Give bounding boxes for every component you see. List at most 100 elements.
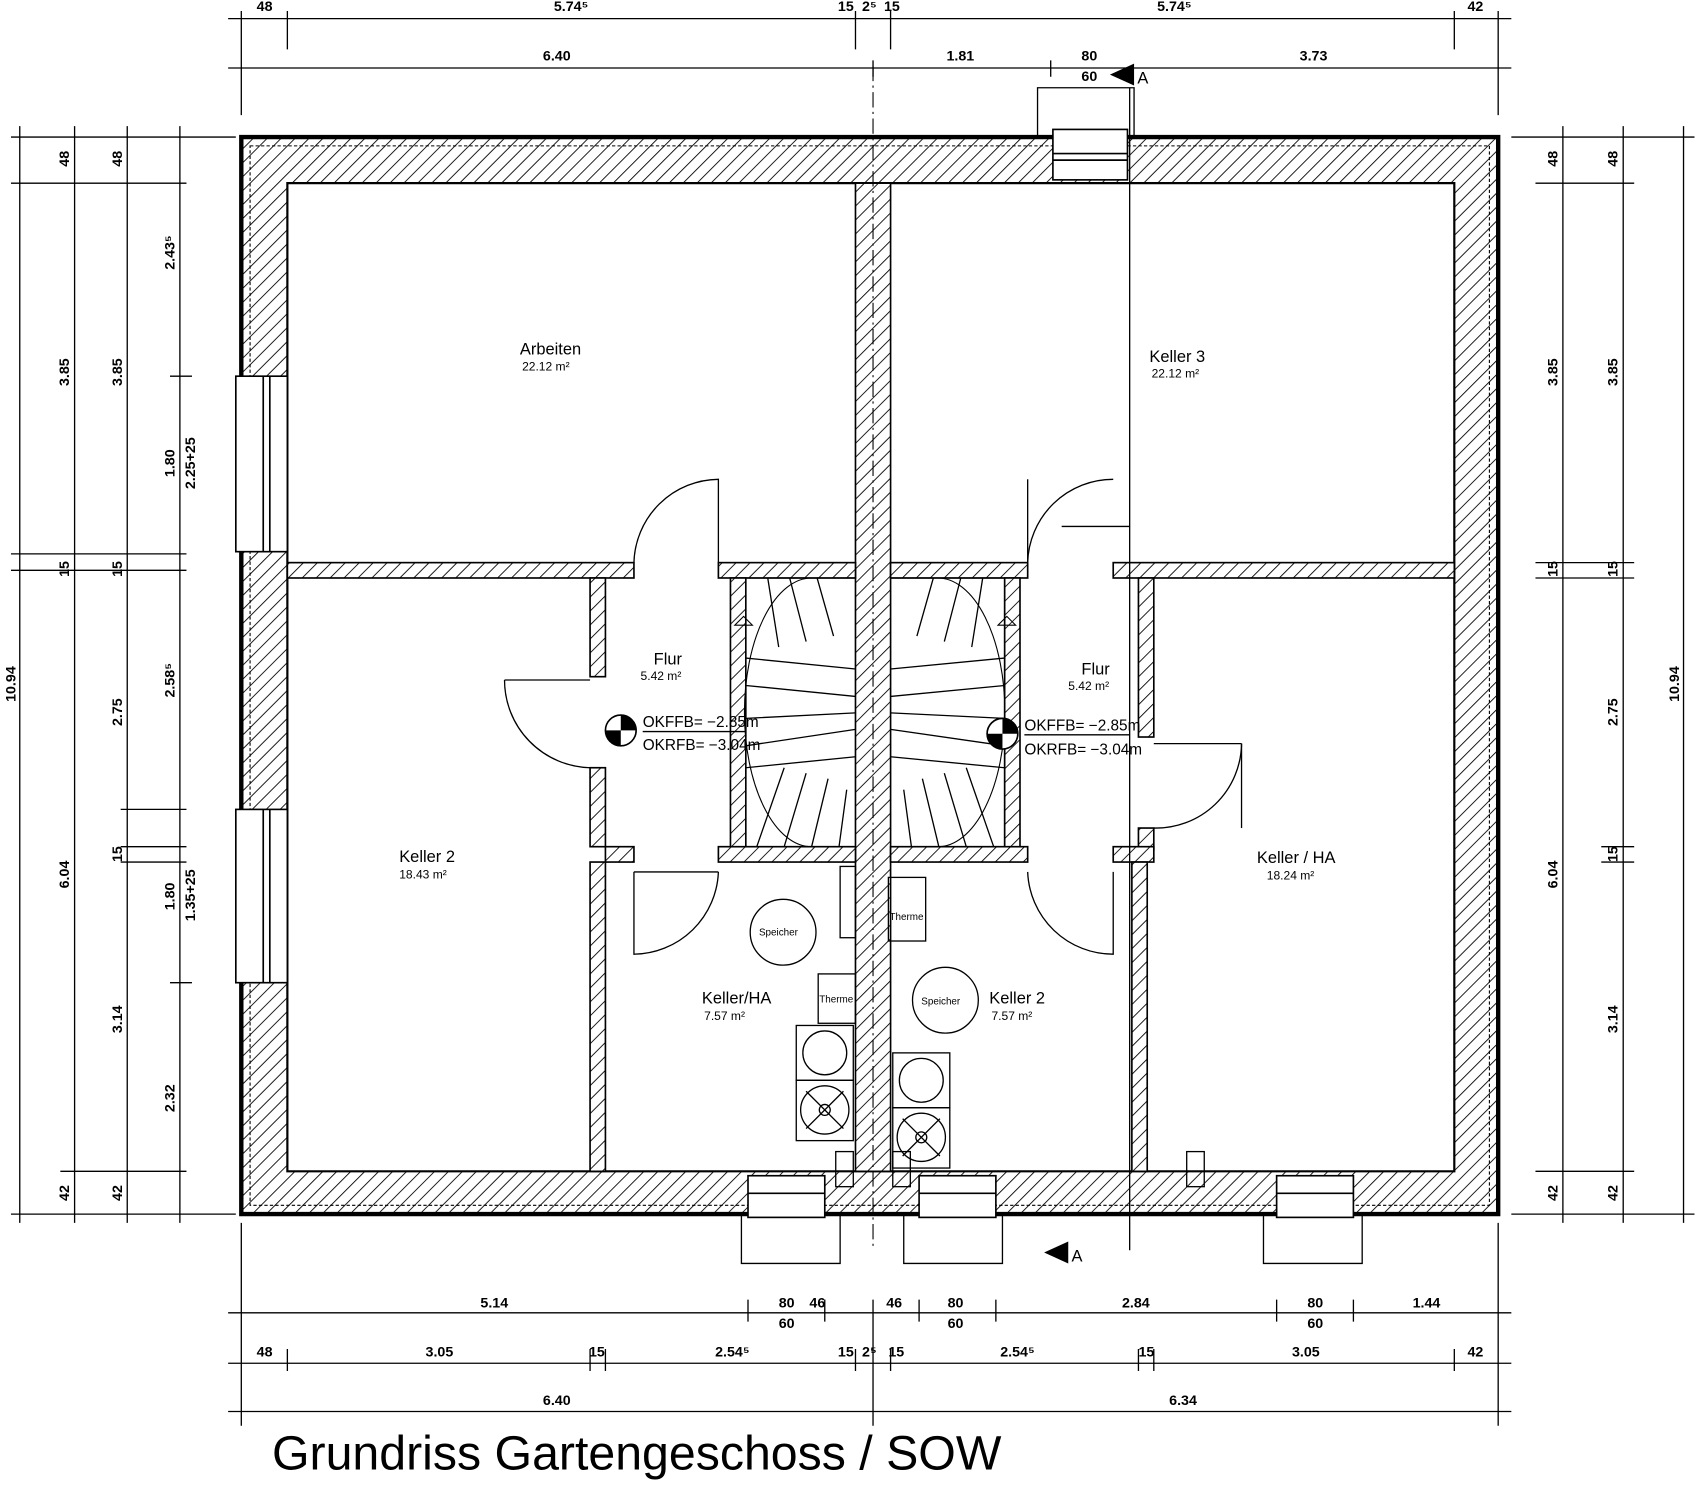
dimension-label: 10.94 [3,666,19,702]
dimension-label: 80 [948,1295,964,1311]
dimension-label: 10.94 [1667,666,1683,702]
section-arrow-icon [1109,63,1135,86]
dimension-label: 1.80 [162,449,178,477]
room-area: 5.42 m² [1068,679,1109,693]
room-area: 18.24 m² [1267,869,1315,883]
dimension-label: 2⁵ [862,1345,877,1361]
dimension-label: 48 [1545,151,1561,167]
room-area: 5.42 m² [641,669,682,683]
dimension-label: 60 [948,1316,964,1332]
dimension-label: 2.54⁵ [1000,1345,1034,1361]
room-area: 7.57 m² [991,1009,1032,1023]
room-name: Arbeiten [520,340,581,358]
dimension-label: 2.32 [162,1084,178,1112]
dimension-label: 42 [1467,0,1483,15]
dimension-label: 2.54⁵ [715,1345,749,1361]
dimension-label: 3.14 [1606,1005,1622,1033]
dimension-lines [10,10,1695,1426]
speicher-label-left: Speicher [759,928,799,939]
room-name: Keller 2 [989,990,1045,1008]
therme-label-right: Therme [889,912,923,923]
dimension-label: 15 [110,561,126,577]
dimension-label: 2⁵ [862,0,877,15]
plan-title: Grundriss Gartengeschoss / SOW [272,1427,1002,1481]
dimension-label: 42 [1467,1345,1483,1361]
dimension-label: 15 [888,1345,904,1361]
dimension-label: 6.04 [57,861,73,889]
therme-label-left: Therme [819,994,853,1005]
dims-top: 48 5.74⁵ 15 2⁵ 15 5.74⁵ 42 6.40 1.81 80 … [257,0,1484,85]
dims-right: 48 3.85 15 6.04 42 48 3.85 15 2.75 15 3.… [1545,151,1683,1201]
section-arrow-icon [1044,1241,1069,1264]
dimension-label: 3.14 [110,1005,126,1033]
dimension-label: 60 [1081,69,1097,85]
appliances [749,865,1205,1188]
storage-tank-left [749,898,817,966]
dimension-label: 6.34 [1169,1393,1197,1409]
okffb-label: OKFFB= −2.85m [1024,717,1140,734]
dimension-label: 42 [57,1185,73,1201]
dimension-label: 46 [809,1295,825,1311]
dimension-label: 2.25+25 [183,437,199,489]
dimension-label: 3.73 [1300,48,1328,64]
dimension-label: 1.44 [1413,1295,1441,1311]
room-area: 7.57 m² [704,1009,745,1023]
dimension-label: 5.74⁵ [1157,0,1191,15]
dimension-label: 42 [1545,1185,1561,1201]
okrfb-label: OKRFB= −3.04m [1024,742,1142,759]
dimension-label: 80 [1081,48,1097,64]
okrfb-label: OKRFB= −3.04m [643,737,761,754]
dimension-label: 48 [257,1345,273,1361]
dimension-label: 48 [1606,151,1622,167]
dimension-label: 6.40 [543,48,571,64]
dimension-label: 42 [110,1185,126,1201]
dimension-label: 46 [886,1295,902,1311]
dimension-label: 15 [1138,1345,1154,1361]
section-label-bottom: A [1072,1247,1083,1265]
dimension-label: 2.43⁵ [162,235,178,269]
dimension-label: 60 [1307,1316,1323,1332]
stairs [733,577,1017,848]
dimension-label: 60 [779,1316,795,1332]
dimension-label: 3.85 [110,358,126,386]
dimension-label: 15 [1606,561,1622,577]
dimension-label: 15 [838,1345,854,1361]
dimension-label: 6.04 [1545,861,1561,889]
dimension-label: 3.85 [1545,358,1561,386]
dimension-label: 15 [110,846,126,862]
dimension-label: 15 [57,561,73,577]
level-marker-right: OKFFB= −2.85m OKRFB= −3.04m [986,717,1142,759]
dimension-label: 1.80 [162,882,178,910]
dimension-label: 42 [1606,1185,1622,1201]
room-name: Flur [654,651,683,669]
room-labels: Arbeiten 22.12 m² Keller 3 22.12 m² Flur… [399,340,1335,1023]
dimension-label: 80 [779,1295,795,1311]
doors [503,87,1243,1251]
level-marker-left: OKFFB= −2.85m OKRFB= −3.04m [604,714,761,754]
dimension-label: 3.85 [1606,358,1622,386]
room-name: Keller 2 [399,848,455,866]
windows [234,128,1355,1219]
dimension-label: 15 [1606,846,1622,862]
room-name: Flur [1081,661,1110,679]
dimension-label: 5.74⁵ [554,0,588,15]
dimension-label: 3.85 [57,358,73,386]
dimension-label: 2.75 [110,698,126,726]
dimension-label: 80 [1307,1295,1323,1311]
dimension-label: 15 [589,1345,605,1361]
room-name: Keller / HA [1257,849,1336,867]
dimension-label: 15 [838,0,854,15]
section-label-top: A [1137,69,1148,87]
dimension-label: 15 [884,0,900,15]
okffb-label: OKFFB= −2.85m [643,714,759,731]
dims-left: 10.94 48 3.85 15 6.04 42 48 3.85 15 2.75… [3,151,199,1201]
speicher-label-right: Speicher [921,997,961,1008]
storage-tank-right [911,966,979,1034]
room-name: Keller/HA [702,990,771,1008]
dimension-label: 5.14 [480,1295,508,1311]
light-wells [740,87,1363,1265]
dimension-label: 48 [257,0,273,15]
dimension-label: 3.05 [426,1345,454,1361]
dimension-label: 48 [110,151,126,167]
